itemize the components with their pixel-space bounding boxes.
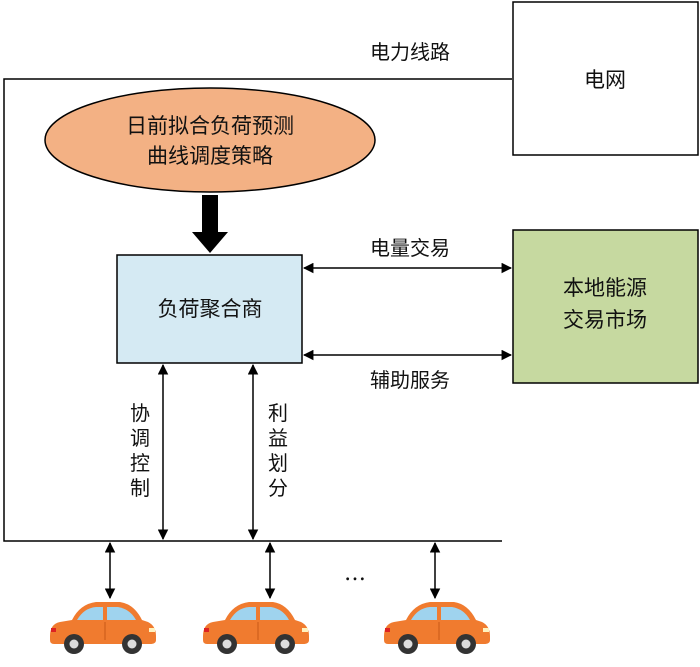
strategy-label-line2: 曲线调度策略 [147,144,273,168]
svg-text:益: 益 [268,426,288,450]
svg-text:控: 控 [130,451,150,475]
profit-division-label: 利 益 划 分 [268,401,288,500]
power-line-label: 电力线路 [370,40,450,64]
energy-trading-label: 电量交易 [370,236,450,260]
grid-box [512,1,699,156]
svg-text:协: 协 [130,401,150,425]
svg-text:调: 调 [130,426,150,450]
svg-text:划: 划 [268,451,288,475]
ev-car-icon [202,601,310,655]
svg-text:分: 分 [268,476,288,500]
ev-car-icon [49,601,157,655]
ellipsis-label: … [344,561,366,586]
coordinated-control-label: 协 调 控 制 [130,401,150,500]
market-label-line1: 本地能源 [563,276,647,300]
svg-text:制: 制 [130,476,150,500]
aggregator-box [116,254,303,364]
strategy-ellipse [44,87,376,193]
market-label-line2: 交易市场 [563,308,647,332]
power-line [3,78,512,542]
ancillary-service-label: 辅助服务 [370,368,450,392]
svg-text:利: 利 [268,401,288,425]
market-box [512,229,699,384]
strategy-label-line1: 日前拟合负荷预测 [126,114,294,138]
grid-label: 电网 [584,68,626,92]
strategy-arrow [192,195,228,253]
aggregator-label: 负荷聚合商 [158,297,263,321]
ev-car-icon [383,601,491,655]
